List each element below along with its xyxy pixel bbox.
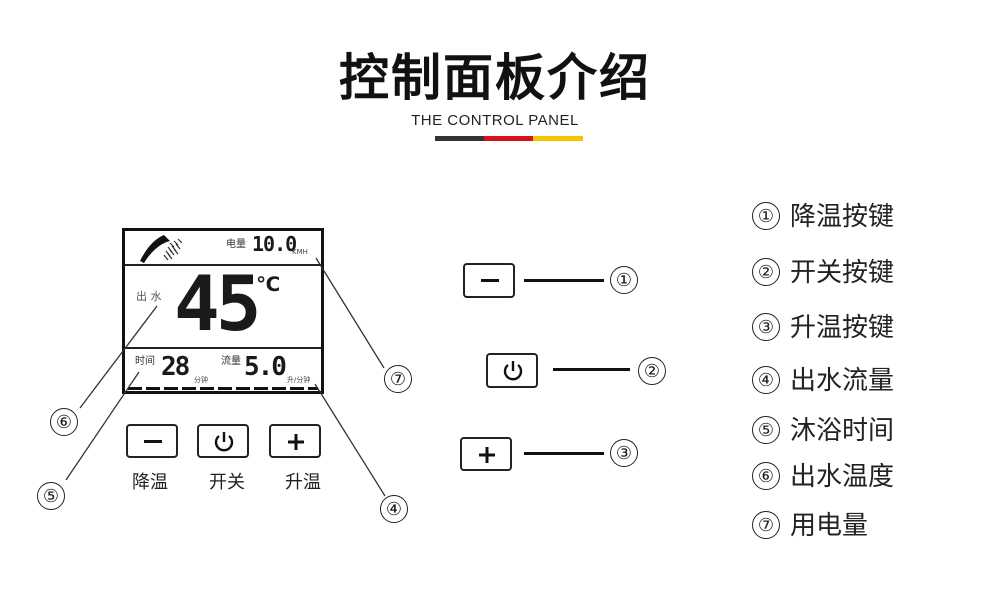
- lcd-divider-top: [125, 264, 321, 266]
- power-icon: [503, 361, 523, 381]
- callout-5: ⑤: [37, 482, 65, 510]
- time-unit: 分钟: [194, 376, 208, 384]
- panel-plus-label: 升温: [285, 472, 321, 493]
- callout-7: ⑦: [384, 365, 412, 393]
- key-callout-1: ①: [610, 266, 638, 294]
- minus-icon: [144, 440, 162, 443]
- lcd-divider-bottom: [125, 347, 321, 349]
- key-plus-button[interactable]: [460, 437, 512, 471]
- legend-num: ③: [752, 313, 780, 341]
- key-callout-2: ②: [638, 357, 666, 385]
- panel-minus-label: 降温: [132, 472, 168, 493]
- minus-icon: [481, 279, 499, 282]
- stripe-yellow: [533, 136, 583, 141]
- temperature-value: 45: [174, 259, 261, 348]
- legend-num: ②: [752, 258, 780, 286]
- time-label: 时间: [135, 356, 155, 367]
- stripe-dark: [435, 136, 484, 141]
- time-value: 28: [161, 352, 190, 382]
- outlet-label: 出 水: [136, 290, 162, 303]
- power-label: 电量: [226, 239, 246, 250]
- stripe-red: [484, 136, 533, 141]
- plus-icon: [288, 434, 304, 450]
- page-title: 控制面板介绍: [339, 49, 651, 107]
- flow-value: 5.0: [244, 352, 287, 382]
- legend-text: 沐浴时间: [790, 416, 895, 446]
- legend-num: ⑤: [752, 416, 780, 444]
- flow-label: 流量: [221, 356, 241, 367]
- legend-text: 用电量: [790, 511, 869, 541]
- flow-bar: [128, 387, 318, 390]
- lcd-display: [122, 228, 324, 394]
- key-plus-line: [524, 452, 604, 455]
- temperature-unit: ℃: [256, 272, 281, 296]
- legend-item: ④ 出水流量: [752, 360, 894, 397]
- key-minus-button[interactable]: [463, 263, 515, 298]
- page-subtitle: THE CONTROL PANEL: [411, 112, 579, 129]
- legend-text: 出水流量: [790, 366, 895, 396]
- legend-item: ② 开关按键: [752, 252, 894, 289]
- legend-item: ① 降温按键: [752, 196, 894, 233]
- legend-num: ④: [752, 366, 780, 394]
- callout-4: ④: [380, 495, 408, 523]
- power-value: 10.0: [252, 232, 297, 256]
- panel-plus-button[interactable]: [269, 424, 321, 458]
- key-power-button[interactable]: [486, 353, 538, 388]
- legend-item: ⑦ 用电量: [752, 505, 868, 542]
- legend-text: 升温按键: [790, 313, 895, 343]
- flow-unit: 升/分钟: [287, 376, 311, 384]
- legend-num: ①: [752, 202, 780, 230]
- key-minus-line: [524, 279, 604, 282]
- panel-minus-button[interactable]: [126, 424, 178, 458]
- legend-num: ⑥: [752, 462, 780, 490]
- power-unit: KMH: [292, 248, 308, 256]
- legend-text: 降温按键: [790, 202, 895, 232]
- shower-icon: [140, 235, 183, 263]
- legend-item: ⑥ 出水温度: [752, 456, 894, 493]
- key-power-line: [553, 368, 630, 371]
- power-icon: [214, 432, 234, 452]
- legend-text: 开关按键: [790, 258, 895, 288]
- callout-6: ⑥: [50, 408, 78, 436]
- panel-power-label: 开关: [209, 472, 245, 493]
- plus-icon: [479, 447, 495, 463]
- panel-power-button[interactable]: [197, 424, 249, 458]
- legend-num: ⑦: [752, 511, 780, 539]
- key-callout-3: ③: [610, 439, 638, 467]
- legend-text: 出水温度: [790, 462, 895, 492]
- legend-item: ⑤ 沐浴时间: [752, 410, 894, 447]
- legend-item: ③ 升温按键: [752, 307, 894, 344]
